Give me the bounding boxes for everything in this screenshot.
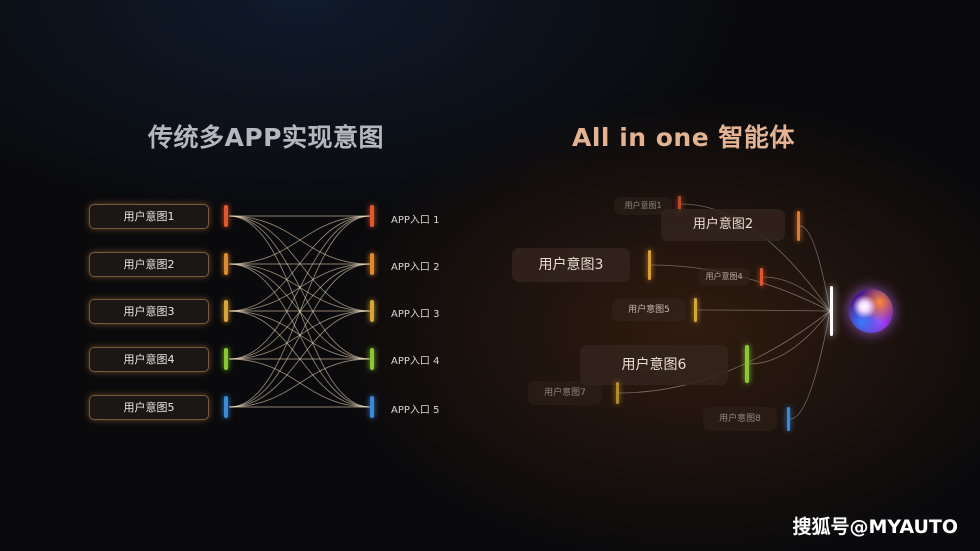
app-label-5: APP入口 5 <box>391 405 440 416</box>
intent-box-5: 用户意图5 <box>89 395 209 420</box>
app-label-1: APP入口 1 <box>391 215 440 226</box>
agent-intent-4: 用户意图4 <box>698 268 750 286</box>
intent-app-link <box>228 215 371 360</box>
app-label-3: APP入口 3 <box>391 309 440 320</box>
intent-agent-link <box>696 309 831 312</box>
intent-app-link <box>228 358 371 408</box>
intent-bar-3 <box>224 300 228 322</box>
agent-intent-bar-6 <box>745 345 749 383</box>
intent-app-link <box>228 215 371 312</box>
intent-box-4: 用户意图4 <box>89 347 209 372</box>
intent-app-link <box>228 215 371 312</box>
app-bar-1 <box>370 205 374 227</box>
intent-app-link <box>228 263 371 312</box>
agent-intent-5: 用户意图5 <box>612 299 686 321</box>
intent-bar-2 <box>224 253 228 275</box>
intent-app-link <box>228 215 371 408</box>
intent-agent-link <box>799 225 831 312</box>
watermark: 搜狐号@MYAUTO <box>792 516 958 538</box>
intent-bar-4 <box>224 348 228 370</box>
intent-agent-link <box>762 276 831 312</box>
intent-bar-5 <box>224 396 228 418</box>
app-bar-3 <box>370 300 374 322</box>
intent-app-link <box>228 310 371 408</box>
intent-box-2: 用户意图2 <box>89 252 209 277</box>
agent-intent-6: 用户意图6 <box>580 345 728 385</box>
intent-app-link <box>228 310 371 360</box>
intent-app-link <box>228 358 371 408</box>
app-label-4: APP入口 4 <box>391 356 440 367</box>
agent-intent-1: 用户意图1 <box>614 197 672 215</box>
agent-intent-bar-2 <box>797 211 800 241</box>
intent-app-link <box>228 310 371 360</box>
intent-agent-link <box>789 310 831 420</box>
intent-app-link <box>228 263 371 408</box>
intent-app-link <box>228 263 371 360</box>
intent-agent-link <box>748 310 831 365</box>
agent-intent-bar-4 <box>760 268 763 286</box>
app-label-2: APP入口 2 <box>391 262 440 273</box>
intent-app-link <box>228 215 371 265</box>
intent-box-1: 用户意图1 <box>89 204 209 229</box>
agent-intent-2: 用户意图2 <box>661 209 785 241</box>
agent-intent-7: 用户意图7 <box>528 381 602 405</box>
right-title: All in one 智能体 <box>572 123 795 152</box>
agent-intent-bar-7 <box>616 382 619 404</box>
intent-app-link <box>228 310 371 408</box>
agent-intent-bar-5 <box>694 298 697 322</box>
intent-app-link <box>228 263 371 408</box>
app-bar-5 <box>370 396 374 418</box>
agent-intent-bar-3 <box>648 250 651 280</box>
agent-intent-bar-8 <box>787 407 790 431</box>
agent-orb-icon <box>849 289 893 333</box>
agent-intent-8: 用户意图8 <box>703 407 777 431</box>
intent-app-link <box>228 215 371 360</box>
agent-intent-3: 用户意图3 <box>512 248 630 282</box>
intent-bar-1 <box>224 205 228 227</box>
agent-intent-bar-1 <box>678 196 681 212</box>
left-title: 传统多APP实现意图 <box>148 123 384 152</box>
intent-app-link <box>228 263 371 360</box>
app-bar-2 <box>370 253 374 275</box>
intent-app-link <box>228 215 371 265</box>
agent-hub-line <box>830 286 833 336</box>
intent-box-3: 用户意图3 <box>89 299 209 324</box>
intent-app-link <box>228 263 371 312</box>
intent-app-link <box>228 215 371 408</box>
app-bar-4 <box>370 348 374 370</box>
